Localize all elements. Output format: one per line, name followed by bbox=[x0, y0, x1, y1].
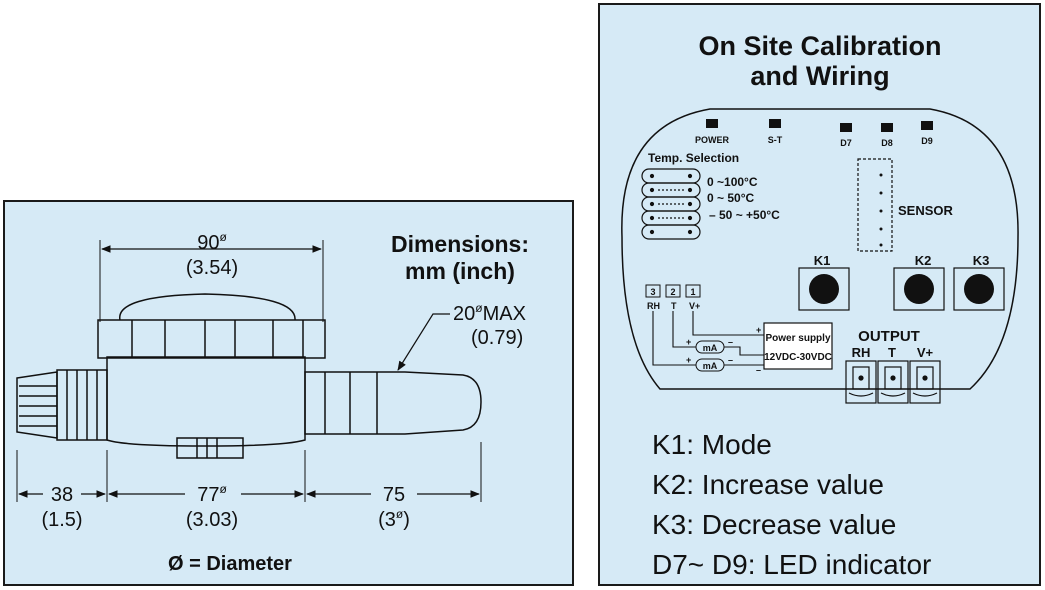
probe-diameter-in: (0.79) bbox=[471, 327, 523, 349]
terminal-number: 3 bbox=[650, 287, 655, 297]
key-buttons: K1 K2 K3 bbox=[798, 253, 1005, 311]
key-k2-label: K2 bbox=[915, 253, 932, 268]
terminal-number: 2 bbox=[670, 287, 675, 297]
svg-text:mA: mA bbox=[703, 343, 718, 353]
led-power bbox=[706, 119, 718, 128]
key-k1 bbox=[798, 267, 850, 311]
probe-diameter-mm: 20øMAX bbox=[453, 301, 526, 325]
wiring-diagram: On Site Calibration and Wiring POWER S-T… bbox=[621, 31, 1019, 404]
output-title: OUTPUT bbox=[858, 328, 920, 345]
sensor-housing bbox=[16, 293, 482, 459]
wiring-title-line1: On Site Calibration bbox=[698, 31, 941, 61]
ma-meter: mA mA bbox=[695, 340, 725, 372]
legend-item: K1: Mode bbox=[652, 429, 772, 460]
led-label: POWER bbox=[695, 135, 730, 145]
led-label: S-T bbox=[768, 135, 783, 145]
polarity: – bbox=[728, 337, 733, 347]
right-length-in: (3ø) bbox=[378, 507, 410, 531]
polarity: – bbox=[756, 365, 761, 375]
led-st bbox=[769, 119, 781, 128]
terminal-number: 1 bbox=[690, 287, 695, 297]
key-legend: K1: Mode K2: Increase value K3: Decrease… bbox=[652, 425, 931, 585]
key-k2 bbox=[893, 267, 945, 311]
temp-jumper-block bbox=[641, 168, 701, 240]
temp-selection-label: Temp. Selection bbox=[648, 151, 739, 165]
dimensions-unit: mm (inch) bbox=[405, 258, 515, 284]
diameter-top-in: (3.54) bbox=[186, 257, 238, 279]
probe-leader bbox=[397, 313, 450, 371]
wiring-panel: On Site Calibration and Wiring POWER S-T… bbox=[598, 3, 1041, 586]
output-terminal-block bbox=[845, 360, 941, 404]
output-label: V+ bbox=[917, 345, 934, 360]
polarity: + bbox=[756, 325, 761, 335]
legend-item: D7~ D9: LED indicator bbox=[652, 549, 932, 580]
mid-length-mm: 77ø bbox=[197, 482, 227, 506]
power-supply-line2: 12VDC-30VDC bbox=[764, 352, 832, 363]
led-d8 bbox=[881, 123, 893, 132]
key-k1-label: K1 bbox=[814, 253, 831, 268]
led-d7 bbox=[840, 123, 852, 132]
led-indicators: POWER S-T D7 D8 D9 bbox=[695, 119, 933, 148]
key-k3-label: K3 bbox=[973, 253, 990, 268]
dimensions-drawing: 90ø (3.54) Dimensions: mm (inch) 20øMAX … bbox=[16, 230, 529, 575]
polarity: – bbox=[728, 355, 733, 365]
sensor-connector bbox=[857, 158, 893, 252]
power-supply-line1: Power supply bbox=[765, 333, 830, 344]
svg-text:mA: mA bbox=[703, 361, 718, 371]
temp-option: – 50 ~ +50°C bbox=[709, 208, 780, 222]
terminal-label: V+ bbox=[689, 301, 700, 311]
terminal-label: RH bbox=[647, 301, 660, 311]
led-label: D8 bbox=[881, 138, 893, 148]
right-length-mm: 75 bbox=[383, 484, 405, 506]
input-terminals: 3 2 1 RH T V+ bbox=[645, 284, 701, 311]
dimensions-title: Dimensions: bbox=[391, 231, 529, 257]
wiring-lines bbox=[652, 311, 764, 366]
wiring-title-line2: and Wiring bbox=[750, 61, 889, 91]
mid-length-in: (3.03) bbox=[186, 509, 238, 531]
led-d9 bbox=[921, 121, 933, 130]
diameter-top-mm: 90ø bbox=[197, 230, 227, 254]
polarity: + bbox=[686, 355, 691, 365]
diameter-footnote: Ø = Diameter bbox=[168, 553, 292, 575]
output-label: T bbox=[888, 345, 896, 360]
legend-item: K3: Decrease value bbox=[652, 509, 897, 540]
temp-option: 0 ~100°C bbox=[707, 175, 758, 189]
sensor-label: SENSOR bbox=[898, 203, 954, 218]
led-label: D7 bbox=[840, 138, 852, 148]
output-label: RH bbox=[852, 345, 871, 360]
power-supply-box bbox=[763, 322, 833, 370]
temp-option: 0 ~ 50°C bbox=[707, 191, 754, 205]
legend-item: K2: Increase value bbox=[652, 469, 884, 500]
polarity: + bbox=[686, 337, 691, 347]
circuit-board-outline bbox=[621, 108, 1019, 390]
left-length-in: (1.5) bbox=[41, 509, 82, 531]
left-length-mm: 38 bbox=[51, 484, 73, 506]
led-label: D9 bbox=[921, 136, 933, 146]
key-k3 bbox=[953, 267, 1005, 311]
terminal-label: T bbox=[671, 301, 677, 311]
dimensions-panel: 90ø (3.54) Dimensions: mm (inch) 20øMAX … bbox=[3, 200, 574, 586]
